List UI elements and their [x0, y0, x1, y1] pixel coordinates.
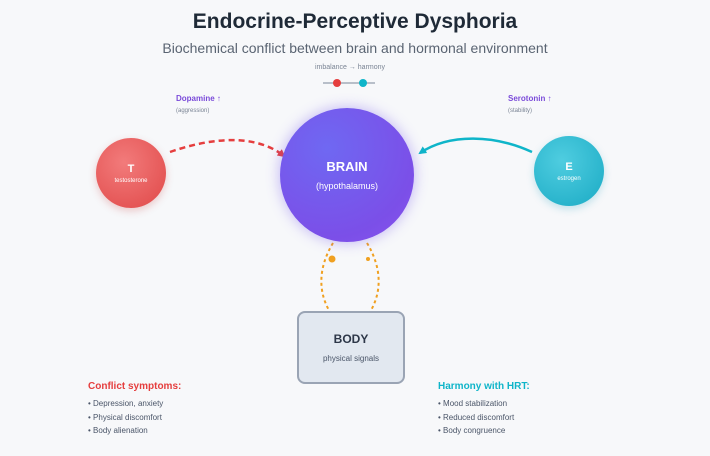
harmony-list: Mood stabilization Reduced discomfort Bo…: [438, 399, 530, 440]
list-item: Body congruence: [438, 426, 530, 440]
imbalance-harmony-scale: [323, 78, 375, 88]
dopamine-label: Dopamine ↑: [176, 94, 221, 103]
testosterone-label: testosterone: [114, 177, 148, 184]
list-item: Reduced discomfort: [438, 413, 530, 427]
estrogen-label: estrogen: [557, 175, 581, 182]
list-item: Depression, anxiety: [88, 399, 181, 413]
estrogen-node: E estrogen: [534, 136, 604, 206]
signal-dot-small: [366, 257, 370, 261]
list-item: Mood stabilization: [438, 399, 530, 413]
diagram-title: Endocrine-Perceptive Dysphoria: [192, 10, 518, 33]
brain-body-loop-right: [366, 242, 380, 313]
brain-body-loop-left: [320, 242, 334, 313]
list-item: Physical discomfort: [88, 413, 181, 427]
brain-node: BRAIN (hypothalamus): [280, 108, 414, 242]
serotonin-label: Serotonin ↑: [508, 94, 552, 103]
harmony-dot: [359, 79, 367, 87]
serotonin-note: (stability): [508, 108, 533, 114]
list-item: Body alienation: [88, 426, 181, 440]
testosterone-node: T testosterone: [96, 138, 166, 208]
harmony-panel: Harmony with HRT: Mood stabilization Red…: [438, 381, 530, 440]
dopamine-note: (aggression): [176, 108, 210, 114]
body-node: BODY physical signals: [297, 311, 405, 384]
estrogen-to-brain-arrow: [418, 137, 533, 155]
conflict-symptoms-panel: Conflict symptoms: Depression, anxiety P…: [88, 381, 181, 440]
scale-track: [323, 82, 375, 84]
body-title: BODY: [333, 332, 369, 346]
estrogen-letter: E: [565, 160, 573, 173]
testosterone-to-brain-arrow: [169, 138, 286, 158]
brain-title: BRAIN: [326, 159, 368, 174]
body-subtitle: physical signals: [322, 354, 380, 363]
diagram-subtitle: Biochemical conflict between brain and h…: [162, 40, 548, 56]
harmony-heading: Harmony with HRT:: [438, 381, 530, 392]
scale-label: imbalance → harmony: [314, 64, 386, 71]
brain-subtitle: (hypothalamus): [315, 181, 379, 191]
testosterone-letter: T: [127, 162, 135, 175]
signal-dot-large: [328, 255, 336, 263]
conflict-heading: Conflict symptoms:: [88, 381, 182, 392]
conflict-list: Depression, anxiety Physical discomfort …: [88, 399, 181, 440]
imbalance-dot: [333, 79, 341, 87]
